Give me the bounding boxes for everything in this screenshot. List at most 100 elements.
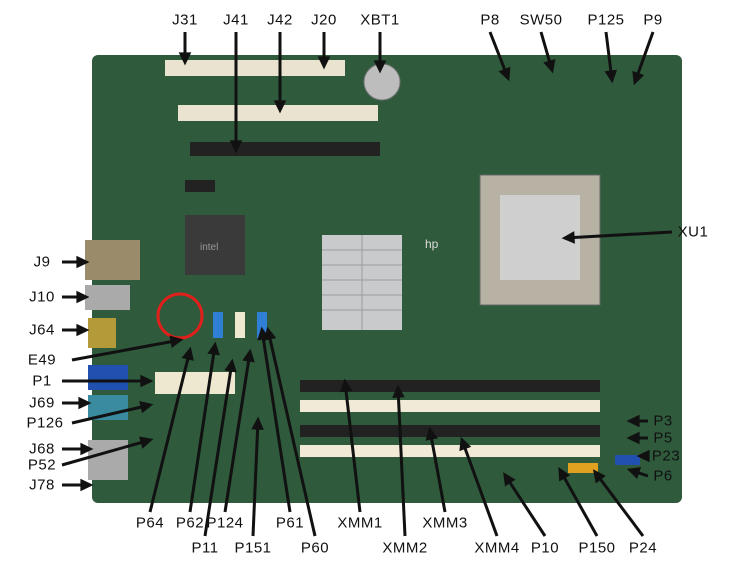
arrowhead-icon — [498, 66, 511, 82]
arrowhead-icon — [425, 426, 438, 441]
power-connector-p1 — [155, 372, 235, 394]
arrowhead-icon — [78, 396, 92, 410]
label-xbt1: XBT1 — [360, 11, 400, 29]
label-p5: P5 — [653, 429, 673, 447]
label-j20: J20 — [311, 11, 337, 29]
label-xmm3: XMM3 — [422, 514, 468, 532]
label-p24: P24 — [628, 539, 658, 557]
label-xmm2: XMM2 — [382, 539, 428, 557]
arrowhead-icon — [139, 401, 154, 414]
memory-slot — [300, 425, 600, 437]
label-j9: J9 — [33, 253, 51, 271]
chipset-chip — [185, 215, 245, 275]
arrow-p60 — [266, 329, 317, 537]
rear-io-serial — [88, 395, 128, 420]
label-j31: J31 — [172, 11, 198, 29]
highlight-circle-e49 — [156, 292, 204, 340]
sata-port — [235, 312, 245, 338]
arrowhead-icon — [263, 326, 277, 341]
arrowhead-icon — [80, 442, 94, 456]
heatsink-fins — [322, 235, 402, 330]
label-p6: P6 — [653, 467, 673, 485]
arrowhead-icon — [317, 56, 331, 70]
arrow-p64 — [148, 349, 192, 513]
front-panel-header — [568, 463, 598, 473]
arrowhead-icon — [140, 374, 154, 388]
cmos-battery — [363, 63, 401, 101]
rear-io-vga — [88, 365, 128, 390]
label-j68: J68 — [29, 440, 55, 458]
arrowhead-icon — [207, 341, 220, 356]
arrow-p52 — [61, 438, 151, 467]
chip-label: intel — [200, 242, 218, 253]
arrowhead-icon — [229, 140, 243, 154]
memory-slot — [300, 380, 600, 392]
arrowhead-icon — [224, 358, 237, 373]
label-p124: P124 — [206, 514, 244, 532]
arrow-xu1 — [564, 230, 673, 240]
arrowhead-icon — [592, 469, 606, 484]
arrowhead-icon — [169, 335, 184, 348]
arrowhead-icon — [76, 255, 90, 269]
label-j64: J64 — [29, 321, 55, 339]
arrowhead-icon — [604, 69, 618, 84]
label-sw50: SW50 — [519, 11, 563, 29]
leader-arrows — [61, 31, 673, 537]
label-j10: J10 — [29, 288, 55, 306]
rear-io-rj45 — [85, 240, 140, 280]
arrow-p150 — [558, 469, 599, 537]
arrowhead-icon — [339, 378, 353, 393]
pcie-slot-x16 — [190, 142, 380, 156]
arrow-xmm1 — [343, 381, 362, 513]
arrow-p10 — [503, 474, 547, 537]
label-xu1: XU1 — [677, 223, 709, 241]
label-p23: P23 — [651, 447, 681, 465]
arrowhead-icon — [76, 290, 90, 304]
arrowhead-icon — [558, 466, 571, 482]
label-p64: P64 — [135, 514, 165, 532]
arrowhead-icon — [242, 348, 255, 363]
label-p52: P52 — [27, 456, 57, 474]
arrowhead-icon — [626, 431, 640, 445]
arrowhead-icon — [273, 100, 287, 114]
label-p1: P1 — [32, 372, 52, 390]
sata-port — [257, 312, 267, 338]
arrowhead-icon — [392, 384, 405, 398]
arrowhead-icon — [251, 416, 264, 430]
arrowhead-icon — [459, 436, 472, 452]
arrowhead-icon — [626, 414, 640, 428]
memory-slot — [300, 445, 600, 457]
arrowhead-icon — [636, 449, 650, 463]
arrow-p126 — [71, 403, 151, 425]
label-e49: E49 — [27, 351, 57, 369]
arrow-p61 — [260, 329, 292, 513]
pci-slot — [165, 60, 345, 76]
arrowhead-icon — [178, 52, 192, 66]
memory-slot — [300, 400, 600, 412]
header-p23 — [615, 455, 640, 465]
label-p150: P150 — [578, 539, 616, 557]
rear-io-usb2 — [88, 440, 128, 480]
arrowhead-icon — [139, 436, 154, 449]
arrow-p124 — [223, 351, 252, 513]
label-j41: J41 — [223, 11, 249, 29]
arrowhead-icon — [561, 231, 575, 244]
arrow-p24 — [593, 471, 645, 537]
label-p61: P61 — [275, 514, 305, 532]
label-p10: P10 — [530, 539, 560, 557]
arrowhead-icon — [543, 59, 556, 74]
label-p3: P3 — [653, 412, 673, 430]
arrow-e49 — [71, 338, 181, 362]
label-j42: J42 — [267, 11, 293, 29]
arrow-xmm3 — [428, 429, 447, 513]
arrow-p151 — [251, 419, 260, 537]
label-p125: P125 — [587, 11, 625, 29]
pci-slot — [178, 105, 378, 121]
arrowhead-icon — [632, 70, 645, 86]
label-p151: P151 — [234, 539, 272, 557]
sata-port — [213, 312, 223, 338]
label-p126: P126 — [26, 414, 64, 432]
arrow-p11 — [203, 361, 234, 537]
label-p62: P62 — [175, 514, 205, 532]
